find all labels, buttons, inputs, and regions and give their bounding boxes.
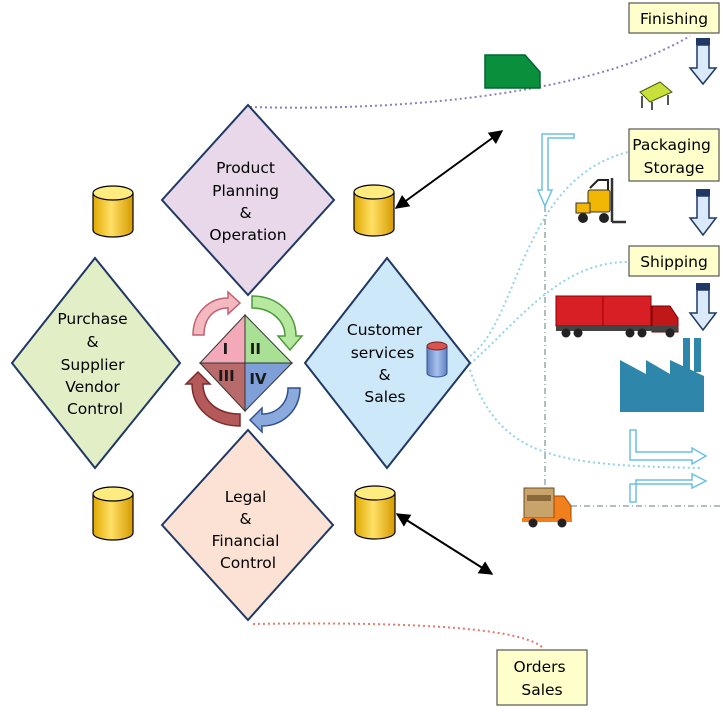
legal-line-4: Control [220, 554, 276, 572]
customer-line-3: & [378, 366, 390, 384]
quadrant-iv [244, 362, 294, 413]
svg-text:Orders Sales: Orders Sales [513, 658, 570, 699]
database-icon-bottom-left [92, 486, 134, 541]
sales-connector [469, 369, 701, 469]
finishing-label: Finishing [628, 2, 720, 34]
cycle-arrow-bottom-left [184, 370, 241, 427]
svg-text:Customer services: Customer services & Sales [347, 321, 427, 406]
tag-icon [484, 54, 541, 89]
connector-lines [249, 35, 723, 649]
double-arrow-bottom [395, 513, 494, 575]
quadrant-label-i: I [223, 340, 229, 358]
purchase-line-4: Vendor [65, 378, 120, 396]
orders-text: Orders [513, 658, 565, 676]
orders-sales-label: Orders Sales [496, 649, 588, 706]
product-line-2: Planning [212, 182, 279, 200]
cycle-arrow-top-left [192, 290, 242, 336]
diamond-customer-services: Customer services & Sales [303, 256, 472, 470]
database-icon-customer [426, 341, 448, 378]
quadrant-label-iii: III [218, 367, 235, 385]
factory-icon [620, 338, 704, 412]
product-line-1: Product [216, 159, 275, 177]
diamond-purchase-supplier: Purchase & Supplier Vendor Control [10, 256, 182, 470]
database-icon-top-right [353, 184, 395, 237]
finishing-text: Finishing [640, 10, 708, 28]
database-icon-bottom-right [354, 485, 396, 540]
diamond-product-planning: Product Planning & Operation [160, 103, 336, 297]
packaging-connector [469, 151, 629, 357]
svg-text:Product Planning &: Product Planning & Operation [209, 159, 286, 244]
svg-text:I II III IV: I II III IV [218, 340, 267, 388]
legal-line-3: Financial [212, 532, 280, 550]
customer-line-4: Sales [364, 388, 405, 406]
purchase-line-1: Purchase [57, 310, 127, 328]
storage-text: Storage [644, 159, 705, 177]
purchase-line-2: & [86, 333, 98, 351]
down-arrow-icon-1 [688, 38, 718, 86]
delivery-van-icon [522, 487, 572, 528]
shipping-label: Shipping [628, 245, 720, 277]
down-arrow-icon-2 [688, 189, 718, 237]
product-line-4: Operation [209, 226, 286, 244]
packaging-storage-label: Packaging Storage [628, 128, 720, 182]
purchase-line-3: Supplier [61, 356, 125, 374]
purchase-line-5: Control [67, 400, 123, 418]
forklift-icon [575, 178, 626, 224]
cycle-arrow-bottom-right [248, 387, 301, 434]
legal-line-2: & [239, 510, 251, 528]
conveyor-icon [639, 81, 673, 110]
cycle-arrows-icon: I II III IV [184, 290, 304, 434]
legal-line-1: Legal [225, 488, 267, 506]
svg-text:Packaging Storage: Packaging Storage [632, 136, 716, 177]
bent-arrow-icon-right-2 [629, 472, 708, 503]
customer-line-1: Customer [347, 321, 423, 339]
diamond-legal-financial: Legal & Financial Control [160, 428, 335, 622]
quadrant-label-iv: IV [249, 370, 267, 388]
down-arrow-icon-3 [688, 283, 718, 332]
cycle-arrow-top-right [251, 295, 304, 352]
bent-arrow-icon-left [536, 133, 575, 208]
orders-connector [252, 622, 544, 649]
finishing-connector [249, 35, 691, 109]
packaging-text: Packaging [632, 136, 711, 154]
double-arrow-top [394, 130, 504, 209]
customer-line-2: services [351, 344, 415, 362]
bent-arrow-icon-right-1 [629, 429, 708, 466]
shipping-text: Shipping [640, 253, 708, 271]
container-truck-icon [555, 295, 679, 338]
svg-text:Purchase & Supplie: Purchase & Supplier Vendor Control [57, 310, 132, 418]
quadrant-label-ii: II [250, 340, 261, 358]
product-line-3: & [239, 204, 251, 222]
sales-text: Sales [521, 681, 562, 699]
database-icon-top-left [92, 185, 134, 238]
svg-text:Legal & Financial: Legal & Financial Control [212, 488, 285, 572]
